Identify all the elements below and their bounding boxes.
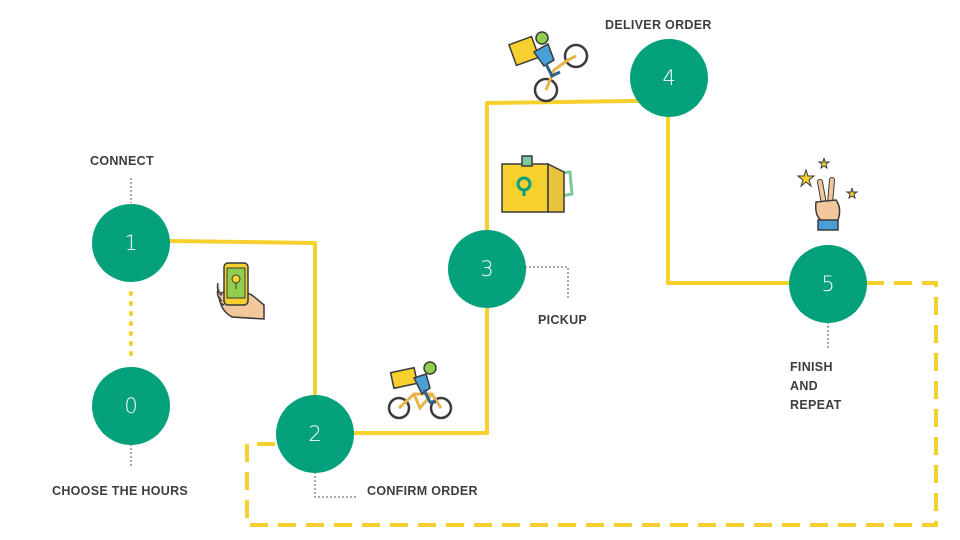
step-label-0: CHOOSE THE HOURS — [52, 484, 189, 498]
courier-on-bike-icon — [508, 31, 589, 103]
delivery-box-icon — [501, 155, 574, 213]
step-number-1: 1 — [124, 231, 138, 255]
step-circle-3: 3 — [448, 230, 526, 308]
repeat-loop-path — [245, 281, 938, 527]
step-circle-5: 5 — [789, 245, 867, 323]
step-circle-2: 2 — [276, 395, 354, 473]
step-circle-4: 4 — [630, 39, 708, 117]
cyclist-icon — [387, 361, 453, 420]
step-number-5: 5 — [821, 272, 835, 296]
step-label-4: DELIVER ORDER — [605, 18, 712, 32]
step-label-1: CONNECT — [90, 154, 154, 168]
step-circle-1: 1 — [92, 204, 170, 282]
step-label-5: FINISH AND REPEAT — [790, 360, 842, 412]
step-label-2: CONFIRM ORDER — [367, 484, 478, 498]
step-number-0: 0 — [124, 394, 138, 418]
step-number-2: 2 — [308, 422, 322, 446]
step-number-4: 4 — [662, 66, 676, 90]
step-number-3: 3 — [480, 257, 494, 281]
connector-step-2 — [314, 472, 356, 498]
victory-hand-icon — [796, 157, 859, 231]
step-label-3: PICKUP — [538, 313, 588, 327]
connector-step-3 — [525, 266, 569, 298]
step-circle-0: 0 — [92, 367, 170, 445]
hand-holding-phone-icon — [216, 262, 265, 320]
